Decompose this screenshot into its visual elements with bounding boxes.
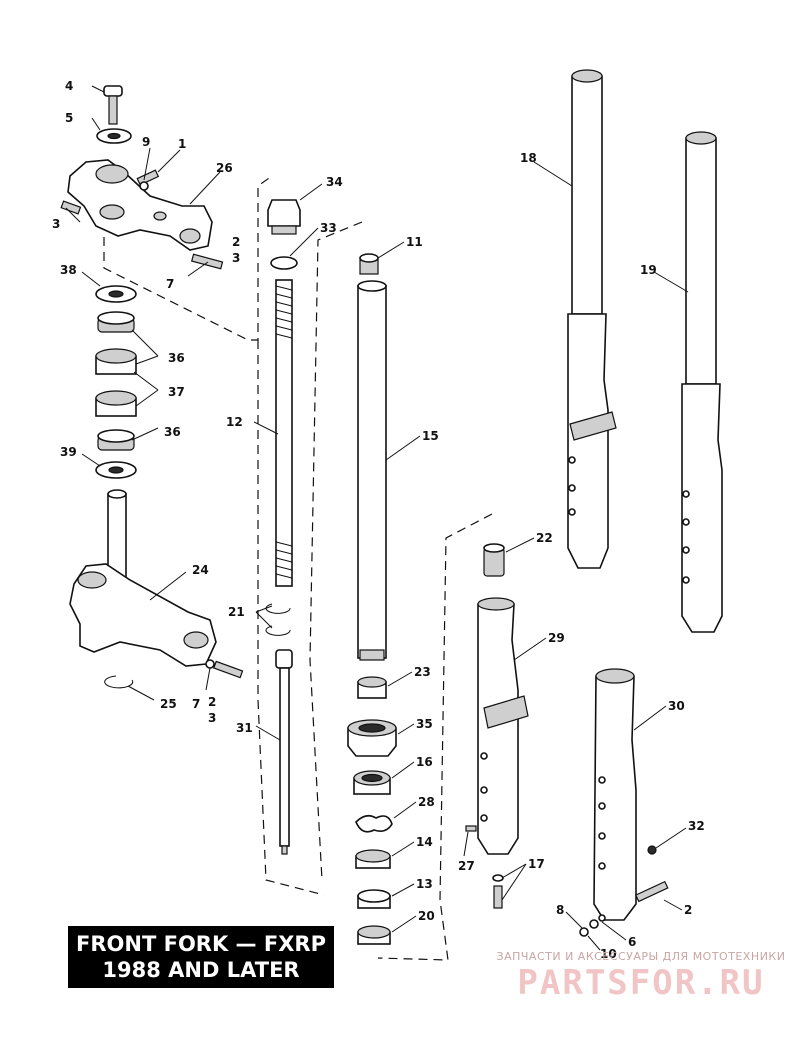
callout-28: 28 xyxy=(418,795,435,809)
watermark: ЗАПЧАСТИ И АКСЕССУАРЫ ДЛЯ МОТОТЕХНИКИ PA… xyxy=(486,950,796,1003)
fork-cap-34 xyxy=(267,199,301,235)
damper-rod-31 xyxy=(275,649,293,855)
callout-6: 6 xyxy=(628,935,636,949)
callout-3-lower: 3 xyxy=(208,711,216,725)
callout-2-top: 2 xyxy=(232,235,240,249)
callout-10: 10 xyxy=(600,947,617,961)
screw-1 xyxy=(136,169,160,186)
ring-21-upper xyxy=(265,603,291,614)
callout-38: 38 xyxy=(60,263,77,277)
callout-13: 13 xyxy=(416,877,433,891)
screw-3 xyxy=(60,200,82,215)
callout-5: 5 xyxy=(65,111,73,125)
diagram-title-box: FRONT FORK — FXRP 1988 AND LATER xyxy=(68,926,334,988)
washer-9 xyxy=(139,181,149,191)
bolt-4 xyxy=(103,85,123,125)
fork-assembly-18 xyxy=(567,69,617,569)
callout-11: 11 xyxy=(406,235,423,249)
pinch-bolt-upper xyxy=(190,253,224,270)
callout-26: 26 xyxy=(216,161,233,175)
callout-32: 32 xyxy=(688,819,705,833)
pinch-bolt-lower xyxy=(213,660,244,679)
callout-19: 19 xyxy=(640,263,657,277)
callout-39: 39 xyxy=(60,445,77,459)
callout-24: 24 xyxy=(192,563,209,577)
axle-pinch-bolt-2 xyxy=(635,880,669,903)
callout-27: 27 xyxy=(458,859,475,873)
watermark-logo: PARTSFOR.RU xyxy=(517,963,765,1003)
watermark-tagline: ЗАПЧАСТИ И АКСЕССУАРЫ ДЛЯ МОТОТЕХНИКИ xyxy=(496,950,786,963)
callout-21: 21 xyxy=(228,605,245,619)
callout-18: 18 xyxy=(520,151,537,165)
dust-boot-35 xyxy=(347,719,397,757)
callout-30: 30 xyxy=(668,699,685,713)
top-bushing-11 xyxy=(359,253,379,275)
ring-21-lower xyxy=(265,625,291,636)
retaining-ring-25 xyxy=(104,675,134,689)
plug-32 xyxy=(647,845,657,855)
callout-leaders xyxy=(65,85,689,951)
callout-35: 35 xyxy=(416,717,433,731)
callout-7-lower: 7 xyxy=(192,697,200,711)
callout-2-lower: 2 xyxy=(208,695,216,709)
callout-4: 4 xyxy=(65,79,73,93)
drain-screw-17 xyxy=(492,874,504,909)
washer-14 xyxy=(355,849,391,869)
screw-27 xyxy=(465,825,477,832)
fork-assembly-19 xyxy=(681,131,723,633)
washer-5 xyxy=(96,128,132,144)
o-ring-33 xyxy=(270,256,298,270)
callout-7-upper: 7 xyxy=(166,277,174,291)
bushing-23 xyxy=(357,676,387,699)
callout-8: 8 xyxy=(556,903,564,917)
callout-37: 37 xyxy=(168,385,185,399)
callout-25: 25 xyxy=(160,697,177,711)
callout-14: 14 xyxy=(416,835,433,849)
fork-spring-12 xyxy=(275,279,293,587)
oil-seal-16 xyxy=(353,770,391,795)
callout-17: 17 xyxy=(528,857,545,871)
callout-12: 12 xyxy=(226,415,243,429)
callout-16: 16 xyxy=(416,755,433,769)
title-line-1: FRONT FORK — FXRP xyxy=(76,932,326,956)
callout-3-top: 3 xyxy=(52,217,60,231)
plug-22 xyxy=(483,543,505,577)
retaining-ring-28 xyxy=(355,814,393,833)
callout-22: 22 xyxy=(536,531,553,545)
washer-7-lower xyxy=(205,659,215,669)
callout-1: 1 xyxy=(178,137,186,151)
callout-2-axle: 2 xyxy=(684,903,692,917)
callout-15: 15 xyxy=(422,429,439,443)
lower-fork-bracket xyxy=(69,489,217,667)
callout-33: 33 xyxy=(320,221,337,235)
callout-20: 20 xyxy=(418,909,435,923)
callout-23: 23 xyxy=(414,665,431,679)
bearing-stack xyxy=(95,285,137,479)
callout-29: 29 xyxy=(548,631,565,645)
fork-slider-30 xyxy=(593,668,637,921)
callout-31: 31 xyxy=(236,721,253,735)
bushing-13 xyxy=(357,889,391,909)
upper-fork-bracket xyxy=(67,159,213,251)
assembly-guide-lines xyxy=(103,175,493,961)
callout-36-upper: 36 xyxy=(168,351,185,365)
bushing-20 xyxy=(357,925,391,945)
callout-9: 9 xyxy=(142,135,150,149)
callout-34: 34 xyxy=(326,175,343,189)
axle-hardware-6-8-10 xyxy=(579,914,606,937)
fork-tube-15 xyxy=(357,280,387,661)
callout-labels: 4 5 9 1 26 3 2 3 7 38 36 37 36 39 24 25 … xyxy=(52,79,705,961)
callout-36-lower: 36 xyxy=(164,425,181,439)
fork-slider-29 xyxy=(477,597,529,855)
callout-3-bracket: 3 xyxy=(232,251,240,265)
title-line-2: 1988 AND LATER xyxy=(102,958,300,982)
